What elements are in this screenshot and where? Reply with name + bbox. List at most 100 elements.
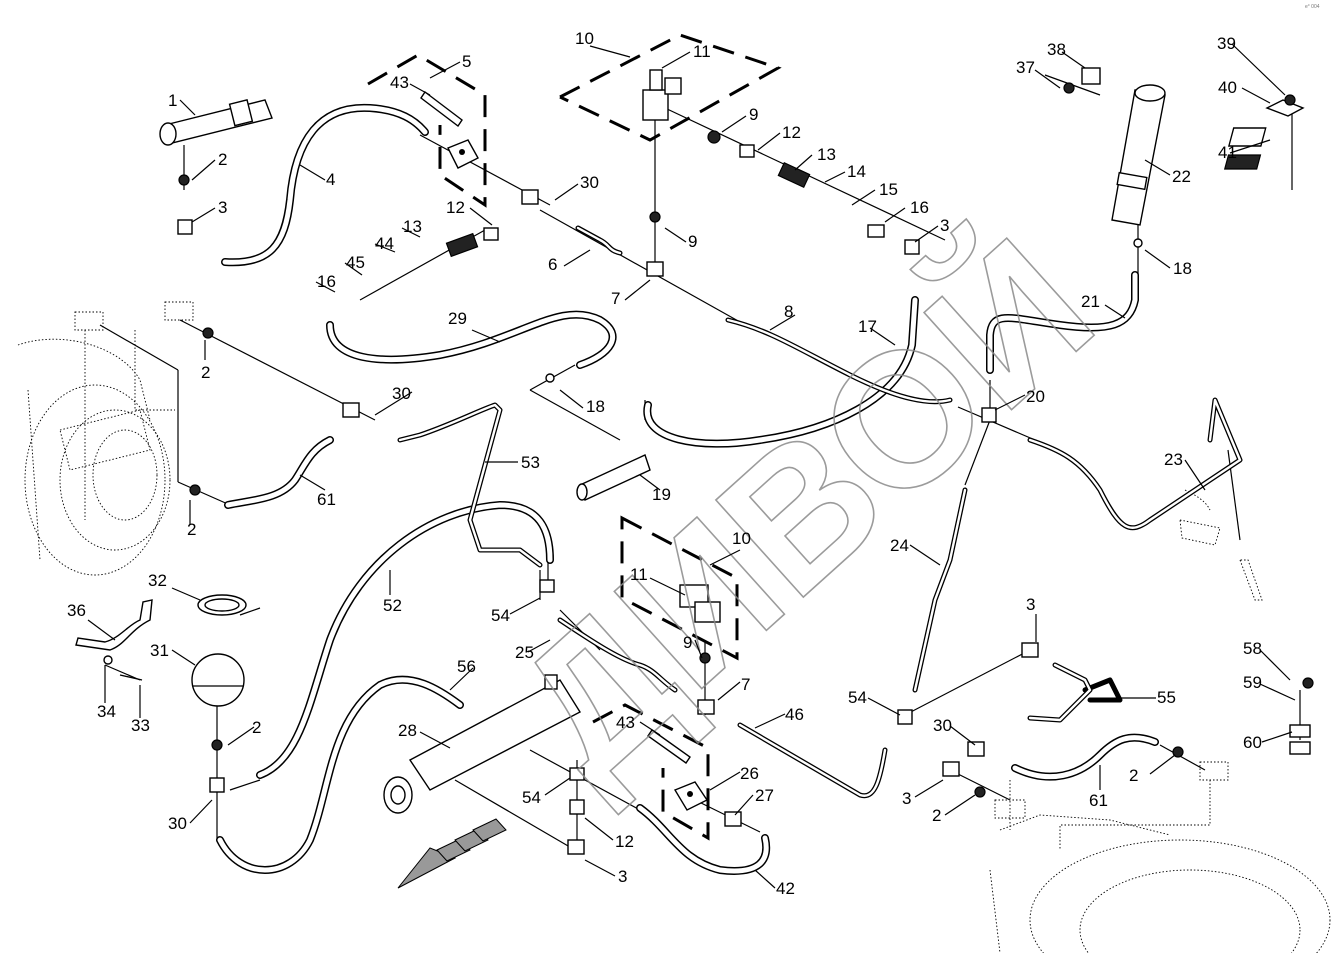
- pipe-46: [737, 722, 888, 799]
- leader-line: [1229, 139, 1271, 154]
- pipe-24: [912, 487, 968, 693]
- leader-line: [914, 225, 939, 243]
- leader-line: [419, 731, 451, 749]
- callout-label: 45: [346, 253, 365, 272]
- leader-line: [189, 799, 213, 824]
- leader-line: [584, 859, 616, 877]
- leader-line: [409, 83, 431, 96]
- callout-label: 5: [462, 52, 471, 71]
- callout-label: 46: [785, 705, 804, 724]
- leader-line: [944, 794, 976, 816]
- leader-line: [544, 777, 571, 796]
- callout-label: 17: [858, 317, 877, 336]
- leader-line: [639, 721, 661, 736]
- hose-29: [326, 310, 617, 369]
- callout-label: 27: [755, 786, 774, 805]
- hose-17: [643, 296, 919, 448]
- leader-line: [227, 726, 255, 746]
- pipe-6: [575, 225, 623, 256]
- leader-line: [824, 171, 846, 183]
- callout-label: 7: [611, 289, 620, 308]
- hose-4: [221, 103, 429, 267]
- callout-label: 10: [732, 529, 751, 548]
- leader-line: [87, 619, 116, 641]
- right-lever-ghost: [1179, 489, 1263, 601]
- callout-label: 9: [683, 633, 692, 652]
- leader-line: [754, 713, 786, 729]
- leader-line: [994, 394, 1026, 411]
- callout-label: 37: [1016, 58, 1035, 77]
- leader-line: [949, 725, 976, 746]
- hose-52: [256, 501, 554, 779]
- hose-61-left: [224, 436, 334, 509]
- leader-line: [1061, 51, 1086, 69]
- leader-line: [709, 771, 741, 791]
- callout-label: 6: [548, 255, 557, 274]
- left-axle-hub-ghost: [17, 301, 194, 576]
- callout-label: 2: [201, 363, 210, 382]
- part-5-valve-block: [447, 139, 479, 169]
- part-60-clamp-half: [1289, 724, 1311, 755]
- leader-line: [649, 577, 686, 596]
- hose-56: [216, 675, 464, 874]
- leader-line: [509, 597, 541, 615]
- callout-label: 28: [398, 721, 417, 740]
- part-26-valve-block: [673, 781, 709, 811]
- leader-line: [1149, 754, 1176, 775]
- leader-line: [1144, 159, 1171, 176]
- callout-label: 16: [910, 198, 929, 217]
- leader-line: [639, 474, 661, 491]
- part-32-clamp: [197, 594, 261, 616]
- leader-line: [471, 329, 501, 343]
- leader-line: [1259, 649, 1291, 681]
- callout-label: 21: [1081, 292, 1100, 311]
- leader-line: [374, 391, 413, 416]
- callout-label: 3: [218, 198, 227, 217]
- callout-label: 56: [457, 657, 476, 676]
- pipe-23: [1027, 397, 1243, 531]
- leader-line: [315, 281, 336, 293]
- part-40-plate: [1265, 99, 1305, 117]
- hose-21: [986, 271, 1139, 374]
- leader-line: [559, 389, 584, 409]
- right-axle-hub-ghost: [989, 761, 1331, 953]
- callout-label: 58: [1243, 639, 1262, 658]
- leader-line: [661, 51, 691, 69]
- callout-label: 55: [1157, 688, 1176, 707]
- callout-label: 38: [1047, 40, 1066, 59]
- callout-label: 30: [168, 814, 187, 833]
- leader-line: [1104, 304, 1126, 319]
- leader-line: [1241, 87, 1271, 104]
- callout-label: 36: [67, 601, 86, 620]
- leader-line: [909, 544, 941, 566]
- leader-line: [1259, 683, 1296, 701]
- callout-label: 3: [618, 867, 627, 886]
- leader-line: [1261, 731, 1293, 743]
- leader-line: [694, 639, 703, 659]
- callout-label: 13: [403, 217, 422, 236]
- callout-label: 22: [1172, 167, 1191, 186]
- callout-label: 30: [933, 716, 952, 735]
- callout-label: 7: [741, 675, 750, 694]
- callout-label: 53: [521, 453, 540, 472]
- leader-line: [344, 262, 363, 276]
- hose-61-right: [1011, 733, 1159, 781]
- part-1-cylinder-pin: [159, 99, 273, 146]
- callout-label: 30: [392, 384, 411, 403]
- callout-label: 30: [580, 173, 599, 192]
- callout-label: 18: [586, 397, 605, 416]
- leader-line: [401, 227, 421, 238]
- leader-line: [1144, 249, 1171, 269]
- callout-label: 9: [749, 105, 758, 124]
- callout-label: 1: [168, 91, 177, 110]
- callout-label: 25: [515, 643, 534, 662]
- callout-label: 19: [652, 485, 671, 504]
- leader-line: [757, 132, 781, 151]
- callout-label: 10: [575, 29, 594, 48]
- callout-label: 2: [1129, 766, 1138, 785]
- watermark: ДИВОЙ: [477, 199, 1131, 818]
- part-22-cylinder-pin: [1111, 84, 1166, 226]
- leader-line: [299, 474, 326, 491]
- leader-line: [469, 207, 493, 226]
- callout-label: 3: [902, 789, 911, 808]
